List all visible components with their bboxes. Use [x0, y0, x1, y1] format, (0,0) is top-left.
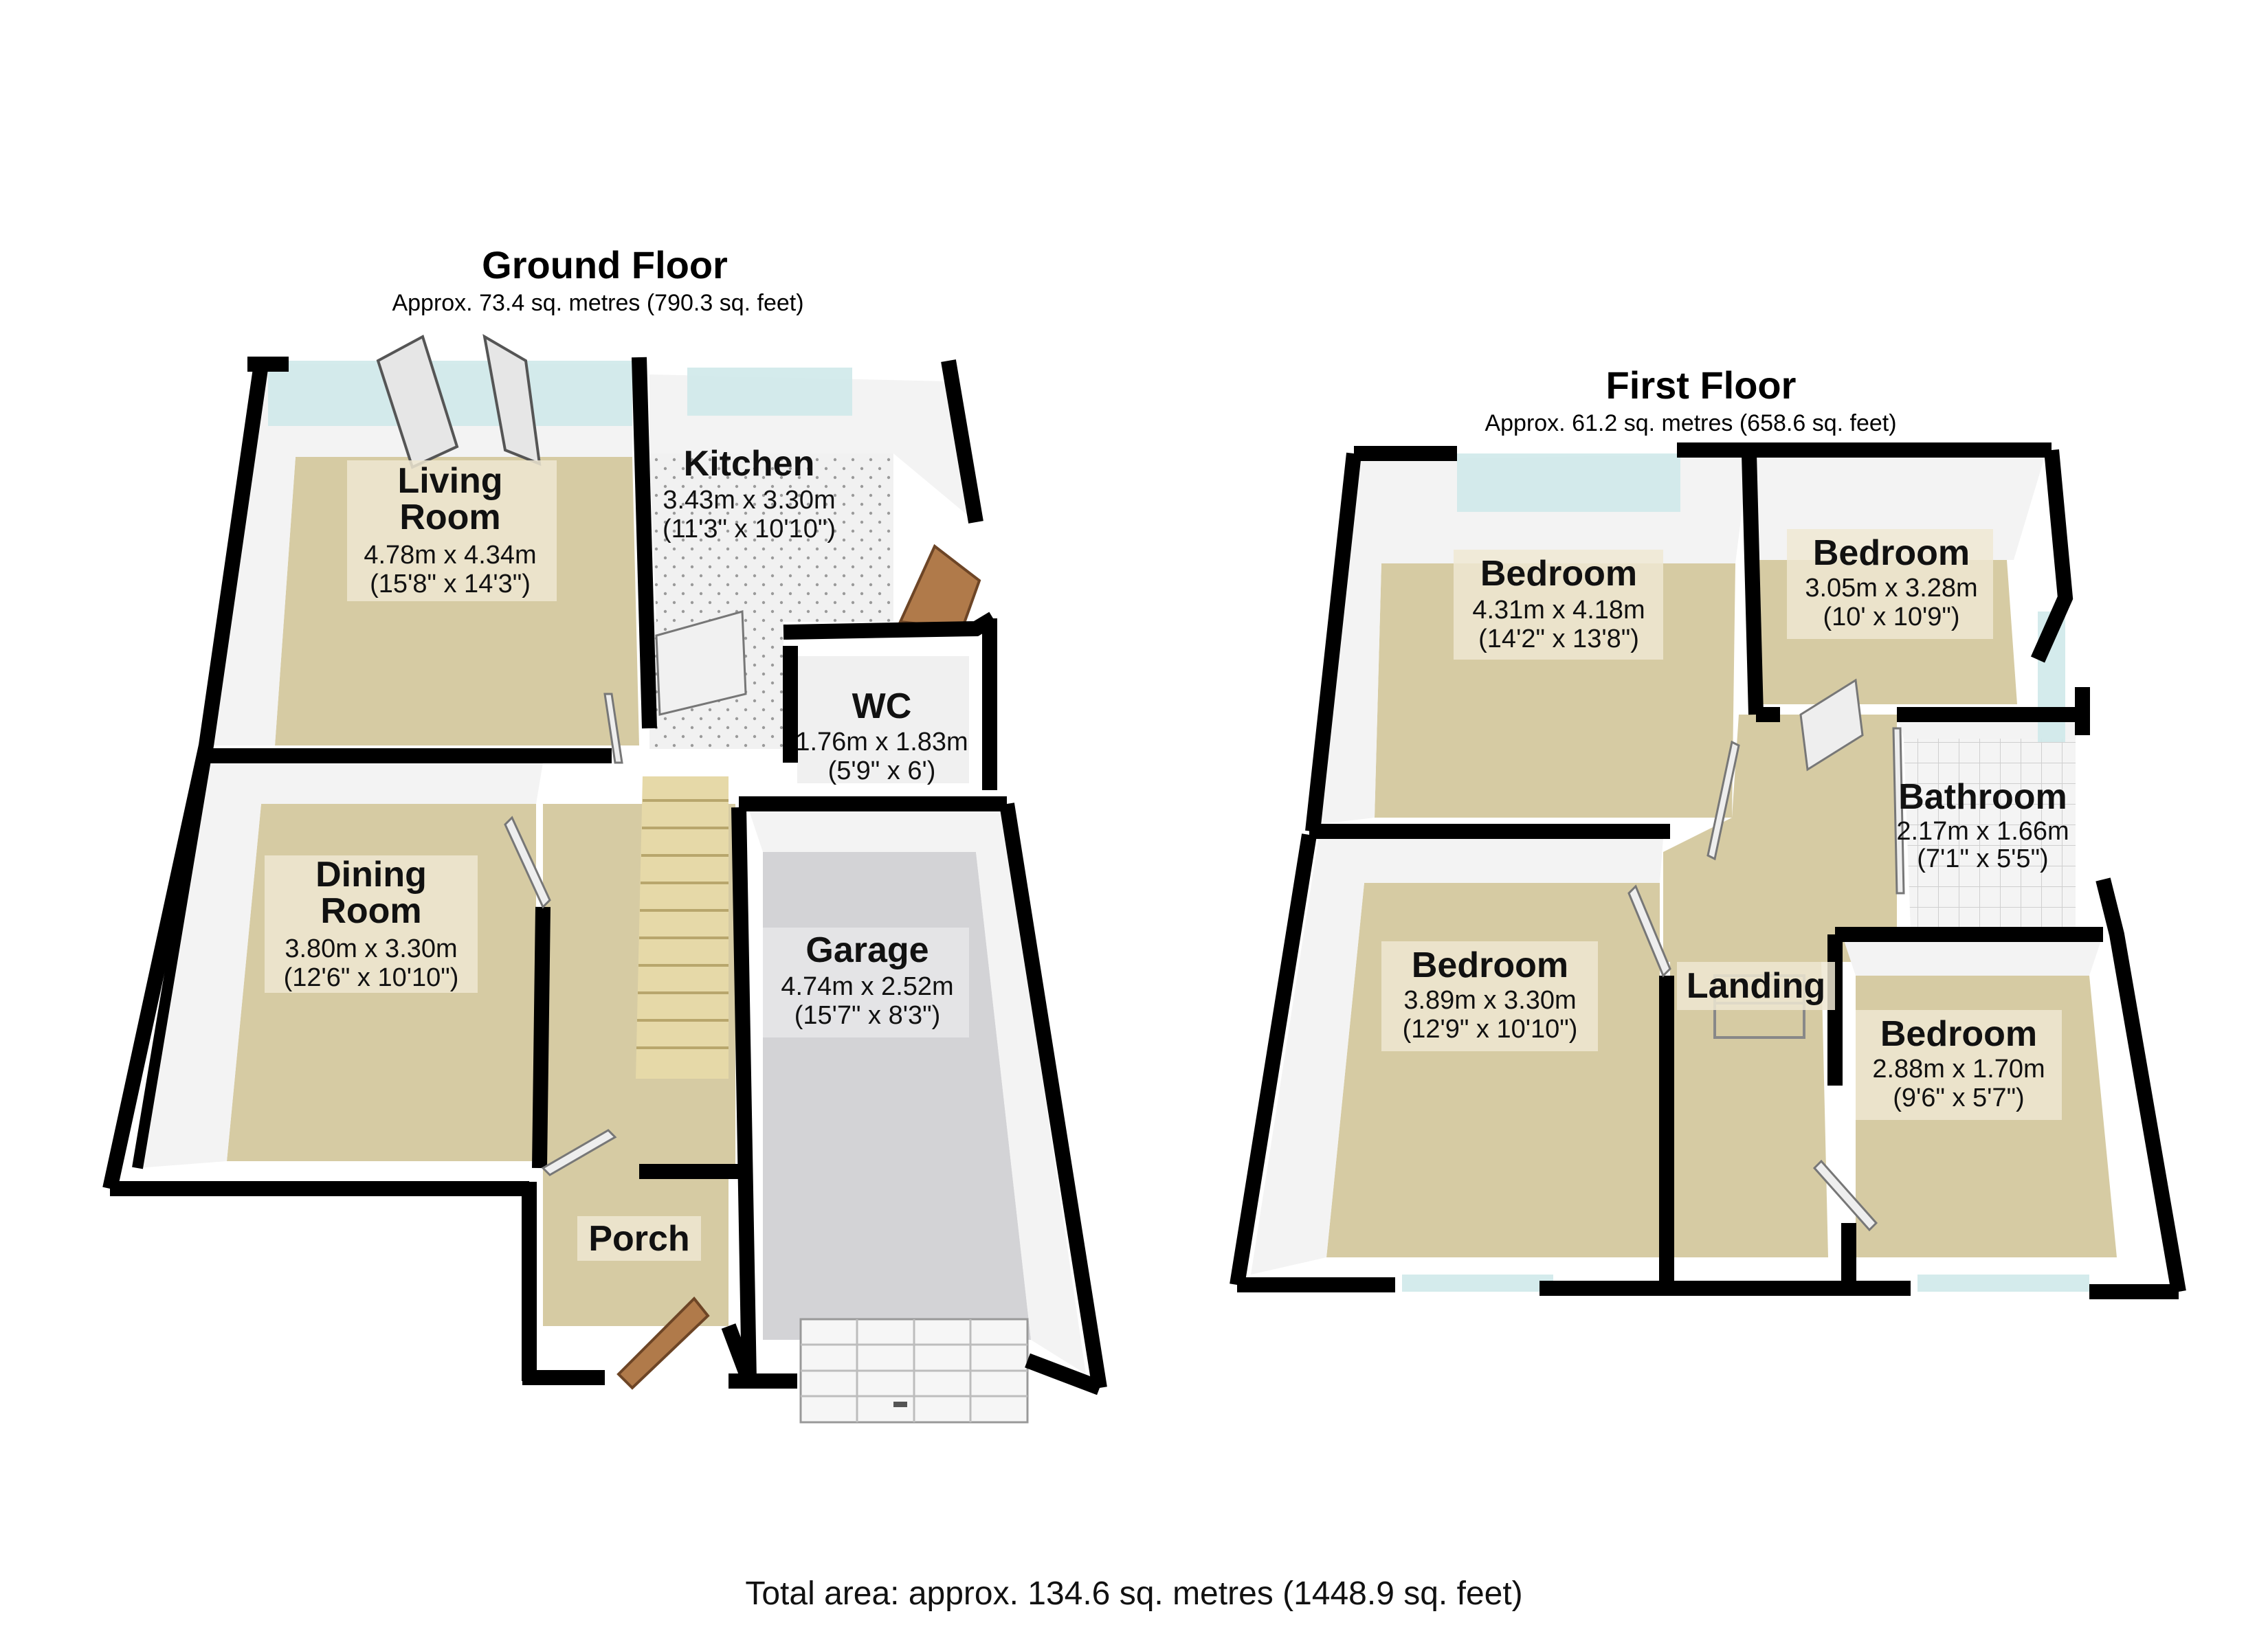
porch-front-door: [616, 1297, 710, 1390]
first-floor-plan: First Floor Approx. 61.2 sq. metres (658…: [1230, 363, 2186, 1299]
hall-door-porch: [541, 1129, 617, 1176]
bedroom-1-window: [1457, 453, 1680, 512]
first-floor-title: First Floor: [1606, 363, 1797, 407]
landing-door-bathroom: [1892, 727, 1905, 895]
hall-door-dining: [504, 816, 551, 909]
bedroom-1-label-bg: [1454, 550, 1663, 660]
living-room-metric: 4.78m x 4.34m: [364, 541, 536, 570]
bedroom-4-name: Bedroom: [1880, 1014, 2037, 1054]
bedroom-3-metric: 3.89m x 3.30m: [1403, 986, 1576, 1015]
garage-imperial: (15'7" x 8'3"): [794, 1001, 941, 1030]
kitchen-imperial: (11'3" x 10'10"): [663, 515, 836, 543]
porch-label-bg: [577, 1216, 701, 1261]
bedroom-3-imperial: (12'9" x 10'10"): [1403, 1015, 1578, 1044]
hall-door-living: [603, 693, 623, 764]
bathroom-name: Bathroom: [1898, 777, 2067, 817]
bedroom-1-name: Bedroom: [1480, 554, 1637, 594]
bedroom-4-window: [1917, 1275, 2089, 1292]
ground-wall-dining-hall: [532, 906, 551, 1169]
first-outer-wall-east-b2: [2030, 449, 2074, 663]
ground-outer-wall-west: [102, 363, 269, 1191]
ground-floor-title: Ground Floor: [482, 243, 728, 287]
ground-floor-plan: Ground Floor Approx. 73.4 sq. metres (79…: [102, 243, 1107, 1424]
dining-room-imperial: (12'6" x 10'10"): [284, 963, 459, 992]
wc-metric: 1.76m x 1.83m: [795, 728, 968, 756]
dining-room-wall-face: [137, 756, 543, 1168]
first-floor-area: Approx. 61.2 sq. metres (658.6 sq. feet): [1485, 410, 1896, 436]
first-outer-wall-west-lower: [1230, 833, 1317, 1286]
living-room-label-bg: [347, 460, 557, 601]
bathroom-floor: [1904, 739, 2076, 931]
first-outer-wall-west-upper: [1305, 452, 1361, 833]
garage-metric: 4.74m x 2.52m: [781, 972, 953, 1001]
kitchen-name: Kitchen: [684, 444, 815, 484]
wc-imperial: (5'9" x 6'): [828, 756, 936, 785]
porch-name: Porch: [588, 1219, 689, 1259]
bedroom-1-imperial: (14'2" x 13'8"): [1478, 625, 1639, 653]
living-room-name-line2: Room: [399, 497, 500, 537]
bedroom-3-floor: [1326, 883, 1660, 1257]
bedroom-4-wall-face: [1842, 934, 2103, 976]
bedroom-2-name: Bedroom: [1813, 533, 1970, 573]
garage-door: [799, 1318, 1029, 1424]
bedroom-4-metric: 2.88m x 1.70m: [1872, 1055, 2045, 1084]
bedroom-1-wall-face: [1316, 453, 1749, 824]
ground-outer-wall-north-kitchen: [632, 357, 657, 729]
ground-wall-porch-east: [721, 1323, 757, 1384]
kitchen-floor: [649, 453, 893, 622]
bedroom-2-label-bg: [1787, 529, 1993, 639]
landing-floor: [1663, 715, 1897, 962]
garage-label-bg: [763, 928, 969, 1037]
ground-wall-garage-east: [999, 803, 1107, 1389]
dining-room-name-line1: Dining: [315, 855, 427, 895]
kitchen-back-door: [898, 543, 981, 631]
dining-room-label-bg: [265, 855, 478, 993]
kitchen-door: [655, 610, 747, 716]
bedroom-2-metric: 3.05m x 3.28m: [1805, 574, 1977, 603]
bedroom-4-label-bg: [1856, 1010, 2062, 1120]
total-area: Total area: approx. 134.6 sq. metres (14…: [745, 1575, 1522, 1612]
living-room-name-line1: Living: [397, 461, 502, 501]
bedroom-3-window: [1402, 1275, 1553, 1292]
living-room-imperial: (15'8" x 14'3"): [370, 570, 531, 598]
landing-name: Landing: [1687, 966, 1825, 1006]
bedroom-3-wall-face: [1251, 831, 1663, 1275]
garage-wall-face: [749, 811, 1086, 1374]
wc-name: WC: [852, 686, 912, 726]
living-room-window: [268, 361, 632, 426]
ground-outer-wall-dining-west: [132, 754, 212, 1169]
ground-wall-garage-south-east: [1025, 1353, 1102, 1395]
ground-outer-wall-east-kitchen: [941, 359, 983, 524]
bedroom-4-imperial: (9'6" x 5'7"): [1893, 1084, 2024, 1112]
kitchen-metric: 3.43m x 3.30m: [663, 486, 835, 515]
bedroom-2-imperial: (10' x 10'9"): [1823, 603, 1959, 631]
first-outer-wall-east-b4: [2095, 877, 2186, 1293]
first-wall-b1-b2: [1742, 453, 1764, 715]
french-door-left: [376, 335, 459, 469]
landing-door-bedroom-3: [1627, 884, 1671, 978]
staircase: [636, 776, 729, 1079]
landing-door-bedroom-1: [1706, 740, 1740, 861]
wc-floor: [797, 656, 969, 783]
bedroom-3-label-bg: [1381, 941, 1598, 1051]
kitchen-window: [687, 368, 852, 416]
landing-lower-floor: [1670, 962, 1828, 1257]
landing-door-bedroom-4: [1812, 1159, 1878, 1232]
dining-room-metric: 3.80m x 3.30m: [285, 934, 457, 963]
landing-label-bg: [1677, 962, 1835, 1010]
ground-wall-garage-west: [731, 807, 757, 1382]
bedroom-3-name: Bedroom: [1412, 945, 1568, 985]
bathroom-imperial: (7'1" x 5'5"): [1917, 844, 2048, 873]
bedroom-1-metric: 4.31m x 4.18m: [1472, 596, 1645, 625]
ground-floor-area: Approx. 73.4 sq. metres (790.3 sq. feet): [392, 290, 803, 316]
landing-door-bedroom-2: [1799, 678, 1864, 772]
bathroom-metric: 2.17m x 1.66m: [1896, 817, 2069, 846]
garage-name: Garage: [805, 930, 929, 970]
dining-room-name-line2: Room: [320, 891, 421, 931]
